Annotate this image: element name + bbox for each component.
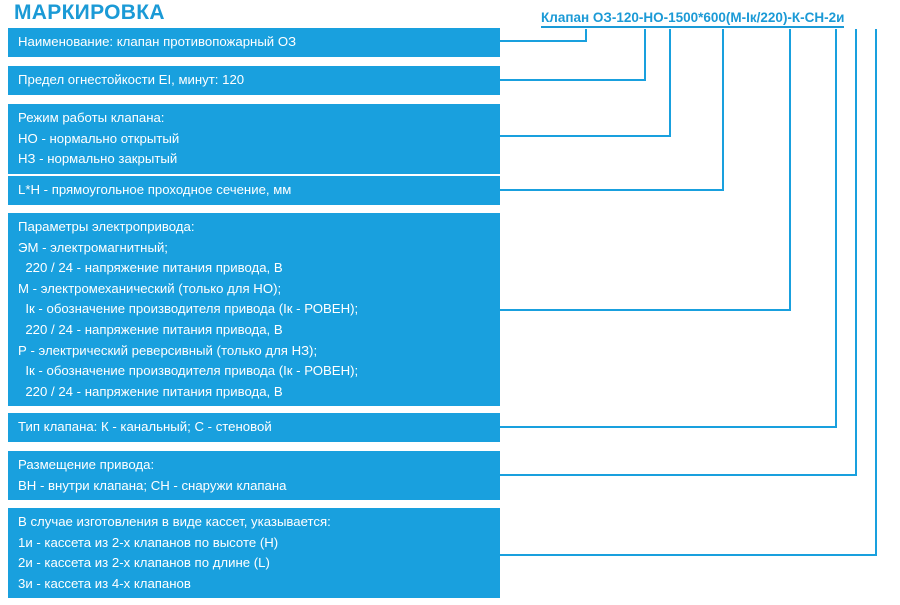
legend-line: Параметры электропривода: <box>18 219 195 234</box>
legend-line: Наименование: клапан противопожарный ОЗ <box>18 34 297 49</box>
legend-line: Режим работы клапана: <box>18 110 165 125</box>
legend-box-valve-type: Тип клапана: К - канальный; С - стеновой <box>8 413 500 442</box>
legend-line: М - электромеханический (только для НО); <box>18 280 282 296</box>
legend-box-drive-parameters: Параметры электропривода: ЭМ - электромаг… <box>8 213 500 407</box>
legend-box-cassette: В случае изготовления в виде кассет, ука… <box>8 508 500 599</box>
legend-line: Тип клапана: К - канальный; С - стеновой <box>18 419 272 434</box>
wire-fire-limit <box>500 29 646 81</box>
legend-line: ЭМ - электромагнитный; <box>18 239 168 255</box>
legend-line: Iк - обозначение производителя привода (… <box>18 363 359 379</box>
legend-line: Предел огнестойкости EI, минут: 120 <box>18 72 245 87</box>
wire-valve-type <box>500 29 837 428</box>
legend-box-fire-limit: Предел огнестойкости EI, минут: 120 <box>8 66 500 95</box>
wire-cross-section <box>500 29 724 191</box>
legend-box-cross-section: L*H - прямоугольное проходное сечение, м… <box>8 176 500 205</box>
legend-line: Iк - обозначение производителя привода (… <box>18 301 359 317</box>
wire-drive-placement <box>500 29 857 476</box>
legend-box-name: Наименование: клапан противопожарный ОЗ <box>8 28 500 57</box>
legend-line: 1и - кассета из 2-х клапанов по высоте (… <box>18 534 279 550</box>
legend-line: Р - электрический реверсивный (только дл… <box>18 342 318 358</box>
legend-line: НЗ - нормально закрытый <box>18 151 178 167</box>
wire-cassette <box>500 29 877 556</box>
legend-line: 2и - кассета из 2-х клапанов по длине (L… <box>18 555 270 571</box>
legend-box-drive-placement: Размещение привода: ВН - внутри клапана; … <box>8 451 500 501</box>
wire-operating-mode <box>500 29 671 137</box>
legend-line: L*H - прямоугольное проходное сечение, м… <box>18 182 292 197</box>
legend-line: 220 / 24 - напряжение питания привода, В <box>18 383 283 399</box>
legend-line: 220 / 24 - напряжение питания привода, В <box>18 260 283 276</box>
page-title: МАРКИРОВКА <box>14 1 165 24</box>
legend-line: НО - нормально открытый <box>18 130 180 146</box>
legend-box-operating-mode: Режим работы клапана: НО - нормально откр… <box>8 104 500 174</box>
legend-line: 220 / 24 - напряжение питания привода, В <box>18 321 283 337</box>
wire-name <box>500 29 587 42</box>
wire-drive-parameters <box>500 29 791 311</box>
product-code-formula: Клапан ОЗ-120-НО-1500*600(М-Iк/220)-К-СН… <box>541 11 845 28</box>
legend-line: В случае изготовления в виде кассет, ука… <box>18 514 331 529</box>
legend-line: 3и - кассета из 4-х клапанов <box>18 575 191 591</box>
legend-line: Размещение привода: <box>18 457 155 472</box>
legend-line: ВН - внутри клапана; СН - снаружи клапан… <box>18 477 287 493</box>
